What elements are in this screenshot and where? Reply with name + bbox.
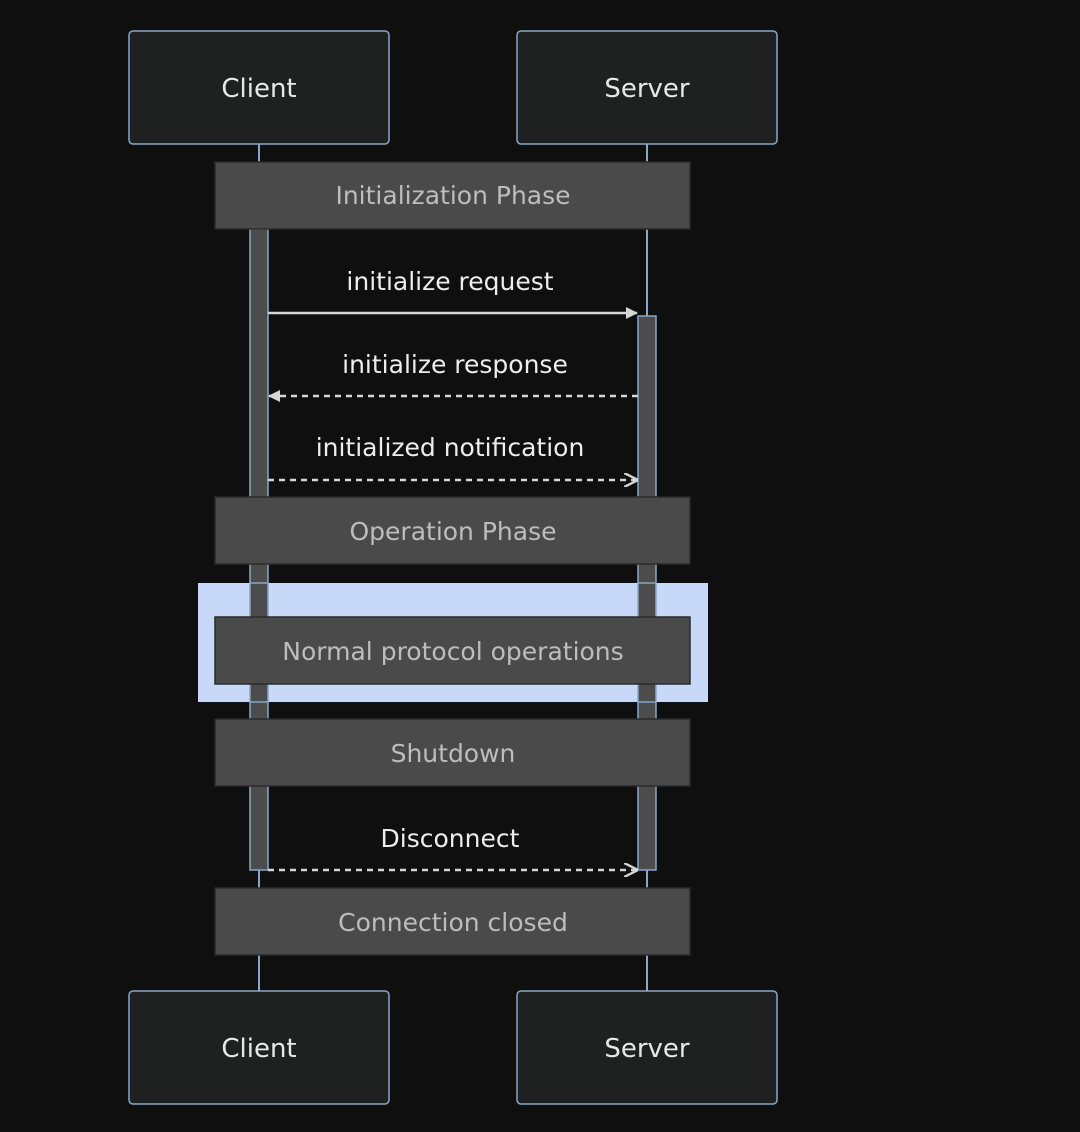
note-normal-protocol-operations-label: Normal protocol operations — [282, 637, 623, 666]
server-actor-top: Server — [516, 30, 778, 145]
note-initialization-phase-label: Initialization Phase — [335, 181, 570, 210]
client-actor-top-label: Client — [221, 74, 296, 104]
client-actor-top: Client — [128, 30, 390, 145]
client-actor-bottom-label: Client — [221, 1034, 296, 1064]
note-connection-closed-label: Connection closed — [338, 908, 568, 937]
server-actor-top-label: Server — [604, 74, 690, 104]
note-operation-phase: Operation Phase — [214, 496, 691, 565]
message-initialize-request-label: initialize request — [346, 267, 553, 296]
note-connection-closed: Connection closed — [214, 887, 691, 956]
note-normal-protocol-operations: Normal protocol operations — [214, 616, 691, 685]
client-actor-bottom: Client — [128, 990, 390, 1105]
server-actor-bottom: Server — [516, 990, 778, 1105]
message-initialized-notification: initialized notification — [268, 433, 637, 480]
message-disconnect: Disconnect — [268, 824, 637, 870]
message-initialize-request: initialize request — [268, 267, 638, 319]
server-actor-bottom-label: Server — [604, 1034, 690, 1064]
note-operation-phase-label: Operation Phase — [349, 517, 556, 546]
message-disconnect-label: Disconnect — [381, 824, 520, 853]
note-shutdown: Shutdown — [214, 718, 691, 787]
message-initialized-notification-label: initialized notification — [316, 433, 585, 462]
note-initialization-phase: Initialization Phase — [214, 161, 691, 230]
message-initialize-response-label: initialize response — [342, 350, 568, 379]
note-shutdown-label: Shutdown — [391, 739, 516, 768]
message-initialize-response: initialize response — [268, 350, 638, 402]
